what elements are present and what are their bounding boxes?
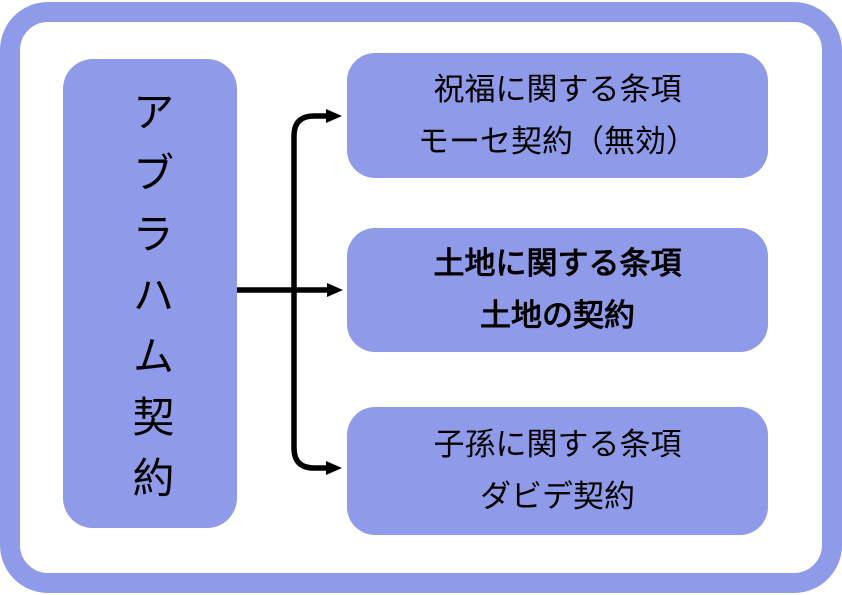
root-node-label: アブラハム契約: [126, 89, 175, 517]
branch-node-blessing: 祝福に関する条項 モーセ契約（無効）: [347, 53, 768, 178]
branch-line-1: 子孫に関する条項: [433, 427, 682, 463]
branch-line-1: 土地に関する条項: [433, 246, 682, 282]
branch-line-2: ダビデ契約: [480, 479, 635, 515]
arrow-to-branch-3: [291, 290, 342, 475]
branch-line-2: モーセ契約（無効）: [418, 123, 697, 160]
branch-line-1: 祝福に関する条項: [433, 71, 682, 108]
branch-node-land: 土地に関する条項 土地の契約: [347, 228, 768, 352]
branch-node-descendants: 子孫に関する条項 ダビデ契約: [347, 407, 768, 535]
arrow-to-branch-1: [291, 109, 342, 290]
root-node-abraham-covenant: アブラハム契約: [63, 59, 237, 528]
branch-line-2: 土地の契約: [480, 298, 635, 334]
